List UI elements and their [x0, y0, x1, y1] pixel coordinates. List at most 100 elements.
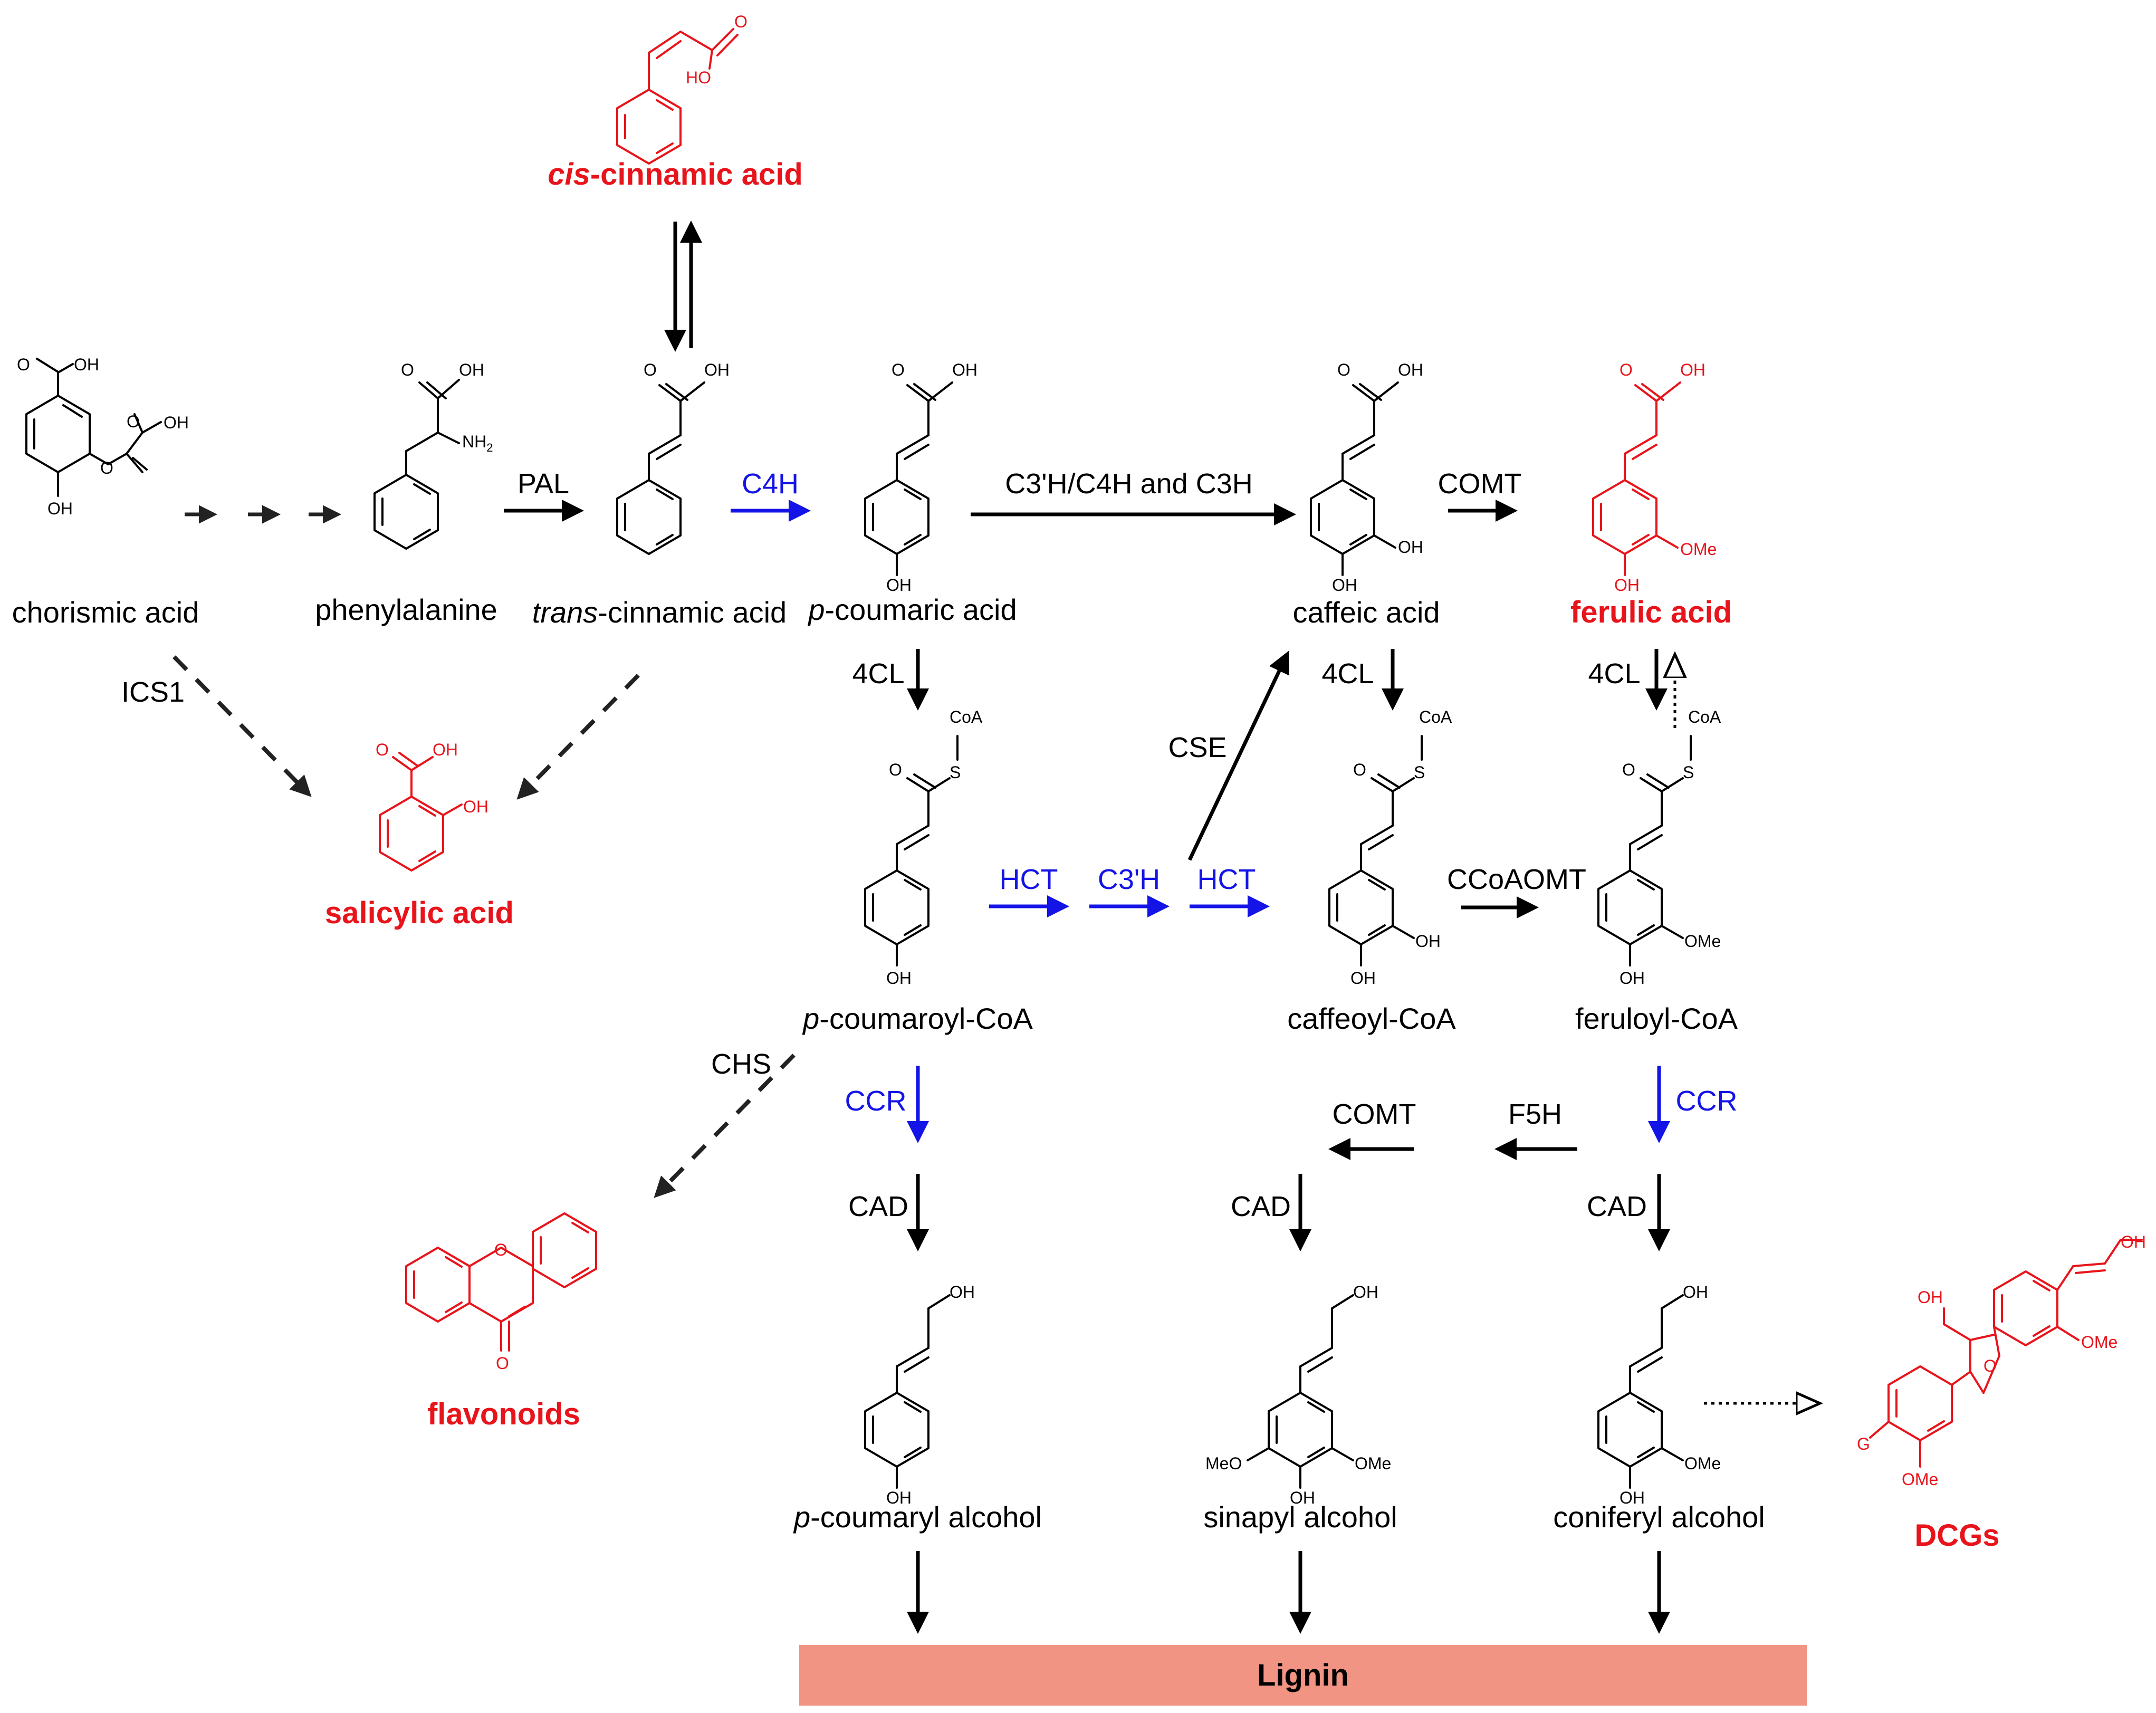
hydroxyl-label: OH [1415, 932, 1441, 951]
hydroxyl-label: OH [1353, 1283, 1378, 1302]
hydroxyl-label: OH [433, 740, 458, 759]
salicylic-acid-structure: O OH OH [376, 740, 488, 872]
oxygen-label: O [644, 360, 657, 379]
oxygen-label: O [734, 12, 748, 31]
p-coumaryl-alcohol-label: p-coumaryl alcohol [793, 1500, 1042, 1534]
methoxy-label: OMe [1680, 540, 1717, 559]
amine-label: NH2 [462, 432, 493, 454]
hydroxyl-label: OH [1680, 360, 1705, 379]
feruloyl-coa-label: feruloyl-CoA [1575, 1002, 1738, 1035]
f5h-enzyme-label: F5H [1508, 1098, 1562, 1130]
phenylalanine-label: phenylalanine [315, 593, 497, 626]
comt-bottom-enzyme-label: COMT [1333, 1098, 1416, 1130]
sulfur-label: S [950, 763, 961, 782]
methoxy-label: OMe [2081, 1333, 2117, 1352]
trans-cinnamic-acid-label: trans-cinnamic acid [532, 596, 787, 629]
chorismic-acid-label: chorismic acid [12, 596, 199, 629]
hydroxyl-label: OH [950, 1283, 975, 1302]
hydroxyl-label: OH [74, 355, 99, 374]
caffeoyl-coa-label: caffeoyl-CoA [1287, 1002, 1456, 1035]
4cl-enzyme-label-a: 4CL [852, 658, 904, 690]
hydroxyl-label: OH [47, 499, 73, 518]
oxygen-label: O [127, 412, 140, 431]
ccoaomt-enzyme-label: CCoAOMT [1447, 864, 1586, 895]
hydroxyl-label: OH [886, 969, 912, 988]
chorismic-acid-structure: O OH O OH O OH [17, 355, 189, 518]
cad-enzyme-label-c: CAD [1587, 1191, 1647, 1222]
hydroxyl-label: OH [1918, 1288, 1943, 1307]
hydroxyl-label: HO [686, 68, 711, 87]
cad-enzyme-label-a: CAD [848, 1191, 908, 1222]
sinapyl-alcohol-structure: OH OMe MeO OH [1205, 1283, 1391, 1507]
methoxy-label: OMe [1684, 932, 1721, 951]
sulfur-label: S [1414, 763, 1425, 782]
hydroxyl-label: OH [463, 797, 488, 816]
hydroxyl-label: OH [1683, 1283, 1708, 1302]
oxygen-label: O [17, 355, 30, 374]
4cl-enzyme-label-b: 4CL [1321, 658, 1374, 690]
coa-label: CoA [1688, 707, 1721, 726]
oxygen-label: O [1983, 1356, 1997, 1375]
lignin-label: Lignin [1257, 1658, 1349, 1692]
coniferyl-alcohol-structure: OH OMe OH [1597, 1283, 1721, 1507]
hydroxyl-label: OH [1398, 538, 1423, 557]
p-coumaric-acid-structure: O OH OH [864, 360, 978, 595]
ccr-enzyme-label-b: CCR [1676, 1085, 1738, 1117]
hydroxyl-label: OH [1290, 1488, 1315, 1507]
methoxy-label: OMe [1355, 1454, 1391, 1473]
oxygen-label: O [892, 360, 905, 379]
chs-arrow [654, 1054, 796, 1198]
c3h-c4h-c3h-enzyme-label: C3'H/C4H and C3H [1005, 468, 1253, 500]
caffeoyl-coa-structure: O S CoA OH OH [1328, 707, 1452, 988]
ics1-arrow [173, 655, 312, 797]
hydroxyl-label: OH [886, 1488, 912, 1507]
cad-enzyme-label-b: CAD [1231, 1191, 1291, 1222]
oxygen-label: O [401, 360, 414, 379]
hydroxyl-label: OH [459, 360, 484, 379]
coniferyl-alcohol-label: coniferyl alcohol [1553, 1500, 1765, 1534]
p-coumaric-acid-label: p-coumaric acid [807, 593, 1017, 626]
hct-enzyme-label-a: HCT [1000, 864, 1058, 895]
ics1-enzyme-label: ICS1 [121, 676, 185, 708]
methoxy-label: OMe [1902, 1470, 1938, 1489]
oxygen-label: O [100, 458, 113, 477]
trans-to-salicylic-arrow [516, 674, 640, 800]
hydroxyl-label: OH [1620, 969, 1645, 988]
hydroxyl-label: OH [1398, 360, 1423, 379]
g-label: G [1857, 1434, 1870, 1453]
oxygen-label: O [494, 1240, 507, 1259]
caffeic-acid-structure: O OH OH OH [1310, 360, 1423, 595]
methoxy-label: OMe [1684, 1454, 1721, 1473]
cse-enzyme-label: CSE [1168, 732, 1226, 763]
phenylalanine-structure: O OH NH2 [373, 360, 493, 550]
pal-enzyme-label: PAL [518, 468, 569, 500]
hydroxyl-label: OH [2121, 1232, 2146, 1251]
oxygen-label: O [1620, 360, 1633, 379]
lignin-bar [799, 1645, 1807, 1706]
flavonoids-label: flavonoids [427, 1397, 580, 1431]
flavonoids-structure: O O [405, 1212, 597, 1373]
chs-enzyme-label: CHS [711, 1048, 771, 1080]
hydroxyl-label: OH [952, 360, 978, 379]
oxygen-label: O [889, 760, 902, 779]
ccr-enzyme-label-a: CCR [845, 1085, 907, 1117]
coa-label: CoA [1419, 707, 1452, 726]
dcgs-structure: OH O OMe OH G OMe [1857, 1232, 2146, 1489]
hydroxyl-label: OH [1620, 1488, 1645, 1507]
oxygen-label: O [1622, 760, 1635, 779]
methoxy-label: MeO [1205, 1454, 1242, 1473]
comt-top-enzyme-label: COMT [1438, 468, 1522, 500]
oxygen-label: O [1353, 760, 1366, 779]
p-coumaryl-alcohol-structure: OH OH [864, 1283, 975, 1507]
p-coumaroyl-coa-label: p-coumaroyl-CoA [802, 1002, 1033, 1035]
feruloyl-coa-structure: O S CoA OMe OH [1597, 707, 1721, 988]
trans-cinnamic-acid-structure: O OH [616, 360, 730, 555]
sinapyl-alcohol-label: sinapyl alcohol [1203, 1500, 1397, 1534]
hydroxyl-label: OH [886, 576, 912, 595]
c3h-enzyme-label: C3'H [1098, 864, 1160, 895]
cse-arrow [1187, 650, 1289, 861]
cis-trans-equilibrium-arrows [664, 221, 702, 352]
hydroxyl-label: OH [164, 413, 189, 432]
oxygen-label: O [376, 740, 389, 759]
